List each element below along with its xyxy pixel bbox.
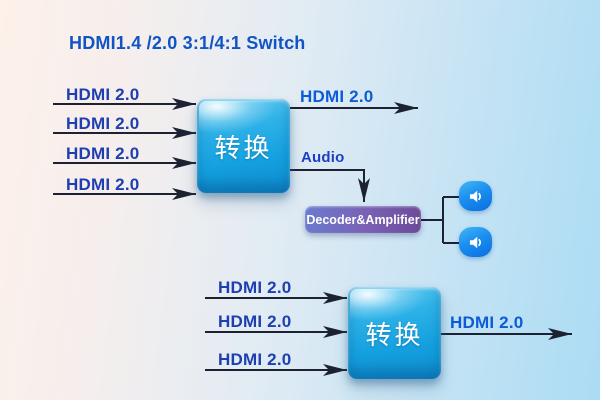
audio-label: Audio: [301, 149, 345, 166]
bottom-input-label-2: HDMI 2.0: [218, 312, 292, 331]
top-input-label-4: HDMI 2.0: [66, 175, 140, 194]
top-switch-box: 转换: [197, 99, 290, 193]
audio-arrow: [290, 169, 370, 202]
top-input-label-2: HDMI 2.0: [66, 114, 140, 133]
top-input-label-1: HDMI 2.0: [66, 85, 140, 104]
top-switch-box-label: 转换: [214, 132, 273, 163]
bottom-output-label: HDMI 2.0: [450, 313, 524, 332]
top-input-label-3: HDMI 2.0: [66, 144, 140, 163]
top-output-label: HDMI 2.0: [300, 87, 374, 106]
bottom-input-label-1: HDMI 2.0: [218, 278, 292, 297]
speaker-bracket-line: [421, 196, 459, 244]
speaker-icon: [459, 181, 492, 211]
speaker-glyph: [469, 190, 482, 202]
bottom-input-label-3: HDMI 2.0: [218, 350, 292, 369]
decoder-amplifier-box: Decoder&Amplifier: [305, 206, 421, 233]
speaker-glyph: [469, 236, 482, 248]
decoder-amplifier-label: Decoder&Amplifier: [306, 212, 420, 227]
bottom-switch-box-label: 转换: [365, 319, 424, 350]
page-title: HDMI1.4 /2.0 3:1/4:1 Switch: [69, 33, 306, 53]
speaker-icon: [459, 227, 492, 257]
bottom-switch-box: 转换: [348, 287, 441, 379]
